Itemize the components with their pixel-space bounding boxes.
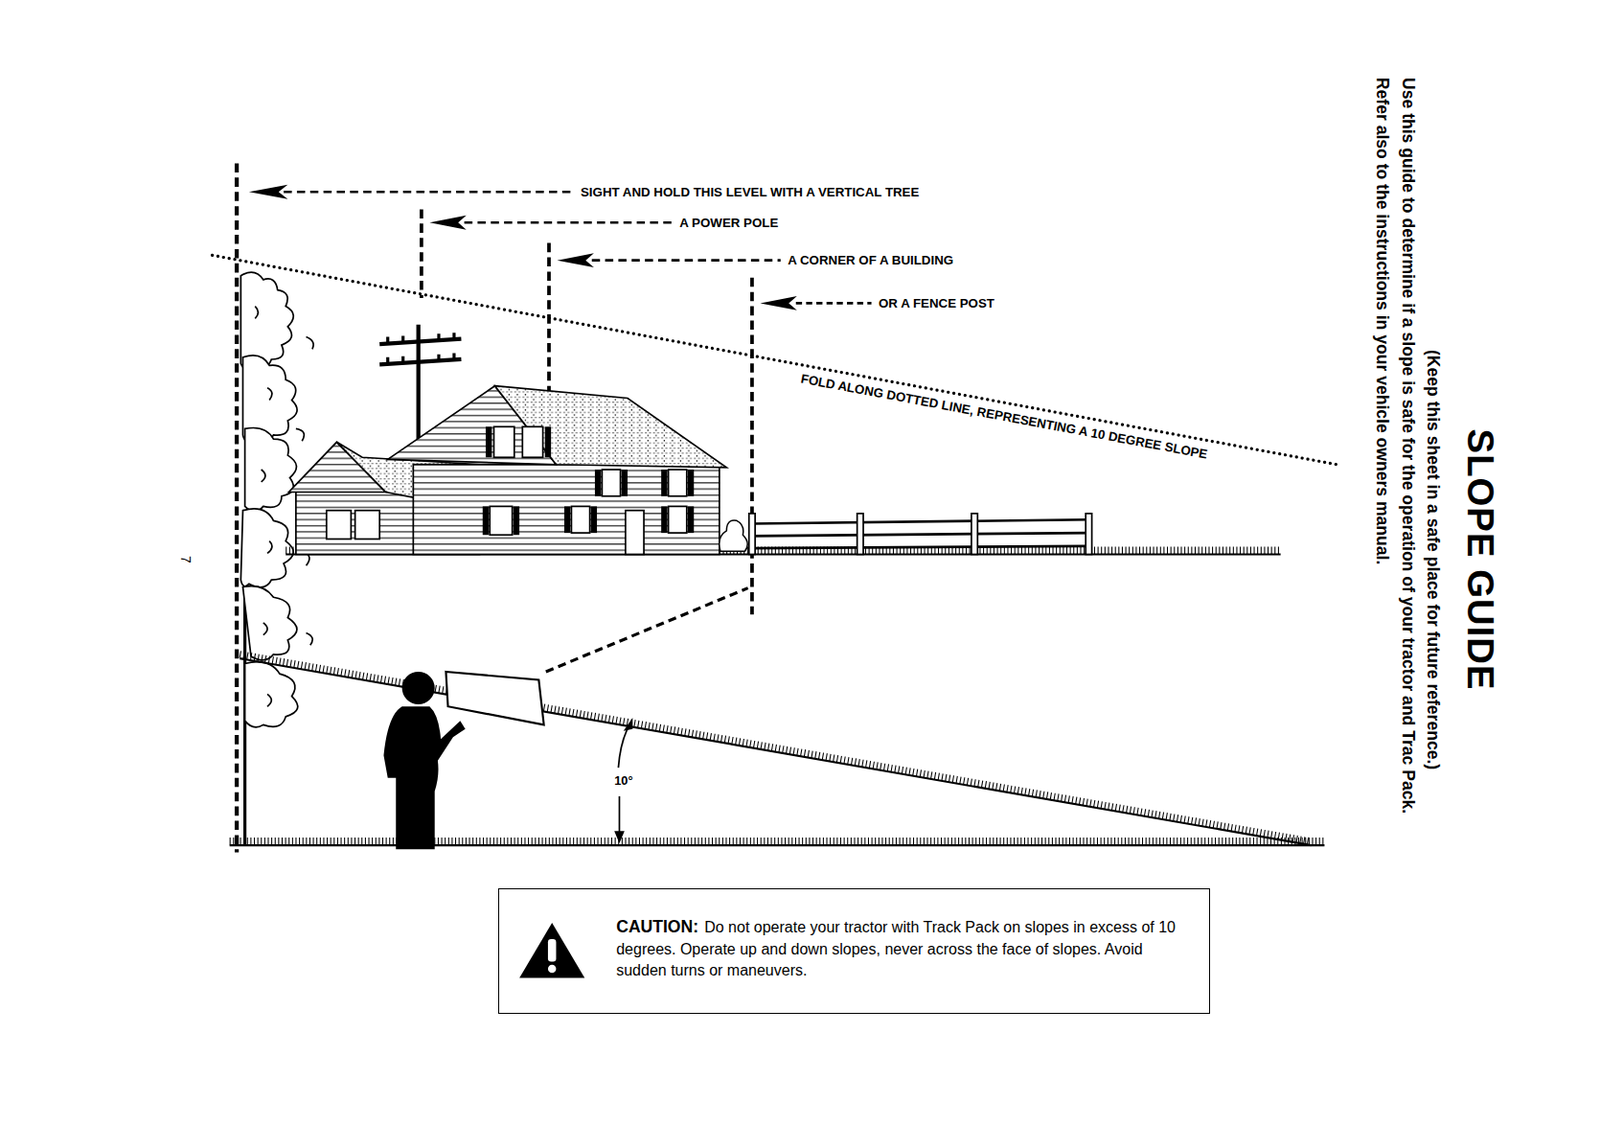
sight-reference-lines (234, 162, 239, 852)
caution-heading: CAUTION: (616, 916, 699, 937)
house (625, 510, 644, 555)
power-pole (388, 332, 455, 365)
window-shutters (661, 469, 667, 497)
house (668, 505, 687, 533)
window-shutters (545, 426, 551, 458)
warning-icon (519, 922, 585, 979)
warning-icon (548, 938, 557, 961)
window-shutters (661, 505, 667, 533)
tree (245, 427, 298, 511)
angle-label: 10° (612, 774, 635, 789)
fence (857, 513, 864, 555)
window-shutters (687, 505, 694, 533)
warning-icon (548, 964, 557, 974)
sight-reference-lines (592, 258, 781, 262)
angle-arrowheads (623, 717, 634, 732)
fence (752, 532, 1089, 536)
sight-reference-lines (283, 190, 573, 194)
house (326, 510, 352, 540)
observer (383, 706, 465, 849)
tree (242, 586, 297, 661)
house (571, 505, 590, 533)
window-shutters (621, 469, 628, 497)
window-shutters (687, 469, 694, 497)
caution-box: CAUTION:Do not operate your tractor with… (498, 888, 1211, 1014)
arrowheads (759, 296, 797, 311)
slope-ground (229, 837, 1326, 845)
arrowheads (249, 184, 798, 311)
tree (240, 272, 314, 846)
sight-reference-lines (419, 208, 424, 298)
window-shutters (485, 426, 492, 458)
window-shutters (594, 469, 601, 497)
instruction-text: Refer also to the instructions in your v… (1372, 77, 1393, 565)
house (355, 510, 381, 540)
caution-body: CAUTION:Do not operate your tractor with… (616, 914, 1184, 981)
fence (749, 513, 755, 555)
tree (254, 306, 273, 708)
observer-sight-line (546, 588, 749, 672)
sight-reference-lines (796, 301, 872, 305)
arrowheads (249, 184, 288, 200)
fold-instruction: FOLD ALONG DOTTED LINE, REPRESENTING A 1… (798, 370, 1212, 462)
sight-reference-lines (464, 221, 673, 225)
house (522, 426, 543, 458)
sight-label: A CORNER OF A BUILDING (787, 252, 954, 268)
arrowheads (429, 215, 466, 230)
window-shutters (591, 505, 597, 533)
angle-arrowheads (614, 830, 625, 844)
power-pole (379, 359, 461, 365)
caution-text: Do not operate your tractor with Track P… (616, 918, 1176, 978)
instruction-text: Use this guide to determine if a slope i… (1398, 77, 1418, 814)
fence (1085, 513, 1092, 555)
fence (971, 513, 978, 555)
fold-line (212, 254, 1338, 464)
house (489, 505, 512, 535)
house (493, 426, 514, 458)
sight-reference-lines (236, 162, 871, 852)
bush (719, 520, 749, 551)
sight-label: A POWER POLE (679, 215, 778, 230)
window-shutters (513, 505, 520, 535)
sight-reference-lines (547, 243, 551, 397)
sight-reference-lines (750, 277, 755, 616)
observer-sight-line (546, 588, 749, 672)
tree (245, 662, 298, 728)
house (412, 464, 720, 555)
fold-line (212, 254, 1338, 464)
sighting-sheet (445, 671, 544, 725)
fence (749, 513, 1093, 555)
page-number: 7 (177, 555, 193, 564)
window-shutters (482, 426, 694, 535)
fence (752, 519, 1089, 524)
fence (752, 546, 1089, 549)
sight-label: OR A FENCE POST (878, 296, 995, 311)
observer (402, 671, 435, 705)
house (668, 469, 687, 497)
warning-icon (519, 922, 585, 979)
page-title: SLOPE GUIDE (1458, 428, 1501, 690)
window-shutters (482, 505, 489, 535)
window-shutters (564, 505, 571, 533)
tree (240, 508, 294, 588)
tree (240, 272, 294, 369)
sight-label: SIGHT AND HOLD THIS LEVEL WITH A VERTICA… (580, 184, 919, 200)
sighting-sheet (445, 671, 544, 725)
power-pole (379, 339, 461, 344)
subtitle-note: (Keep this sheet in a safe place for fut… (1423, 349, 1443, 770)
house (601, 469, 620, 497)
arrowheads (557, 252, 595, 268)
bush (719, 520, 749, 551)
house (495, 386, 728, 468)
house (288, 386, 727, 555)
